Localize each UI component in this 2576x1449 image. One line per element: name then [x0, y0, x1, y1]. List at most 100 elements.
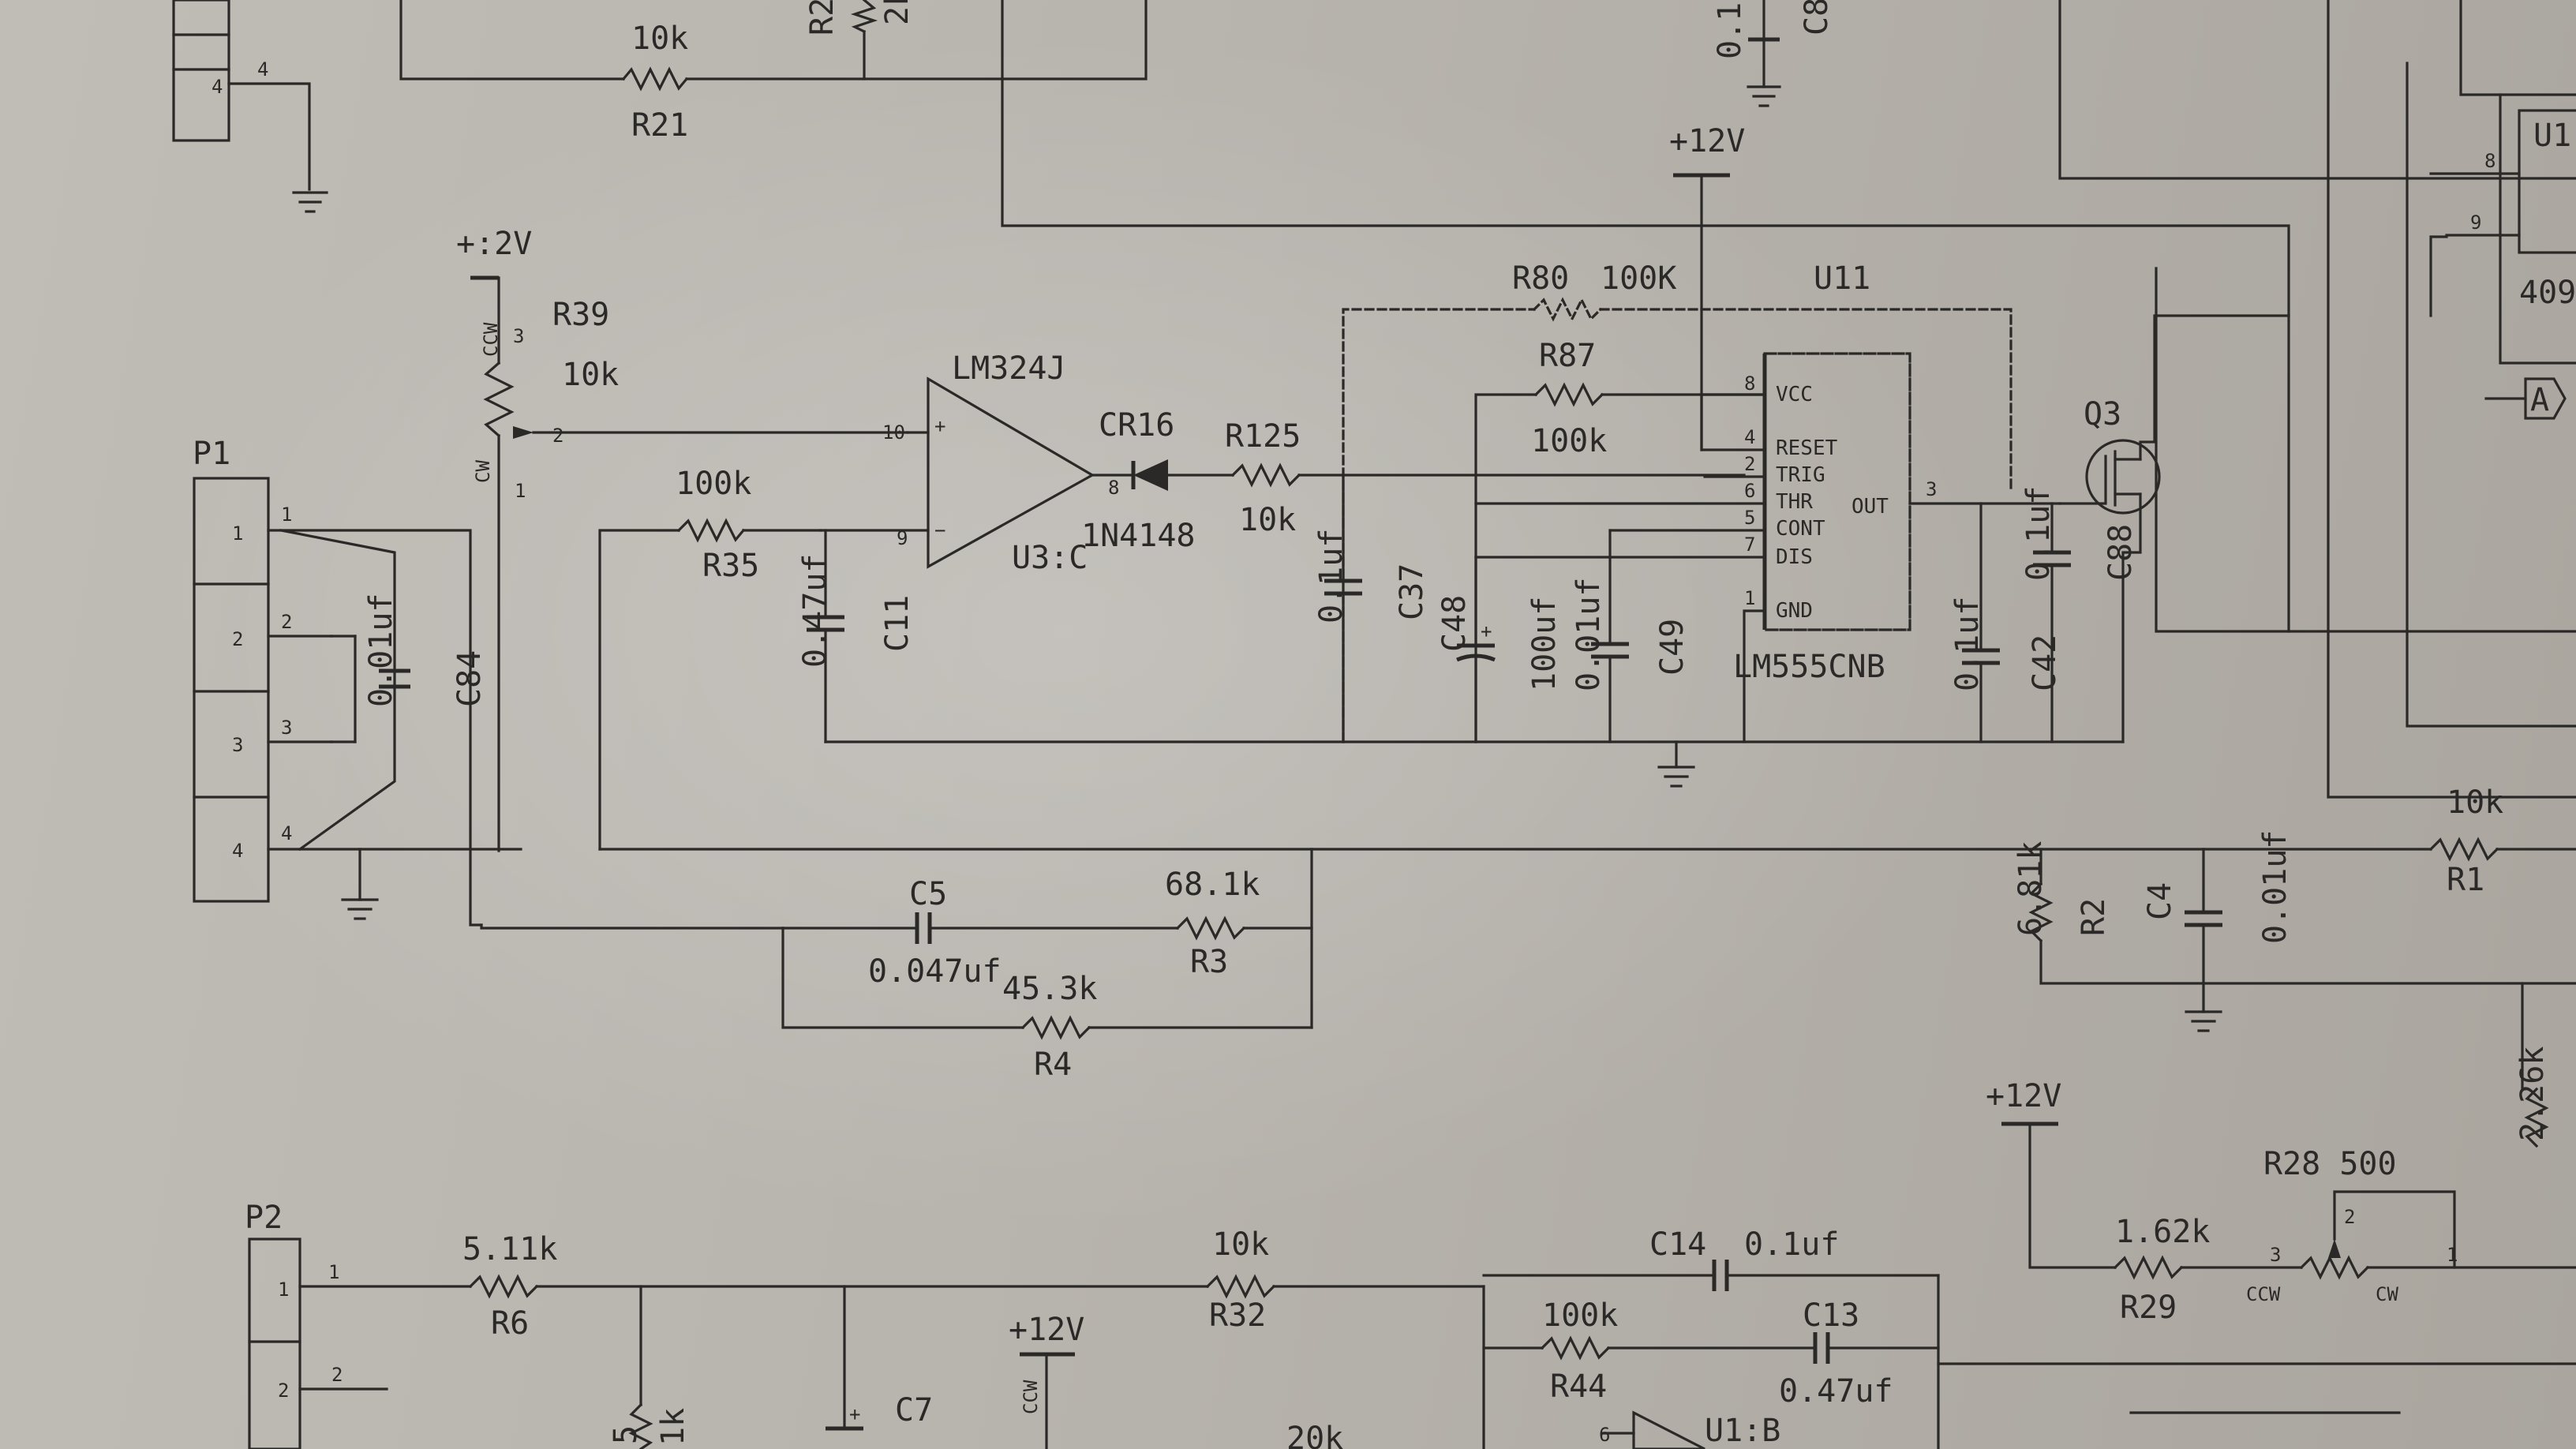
svg-text:3: 3 [281, 717, 292, 739]
p2-label: P2 [245, 1200, 283, 1236]
svg-text:3: 3 [232, 734, 243, 756]
r32-label: R32 [1209, 1297, 1266, 1334]
svg-text:2: 2 [1744, 453, 1755, 475]
r28-ccw: CCW [2246, 1283, 2281, 1305]
r39-value: 10k [562, 357, 619, 393]
cr16-label: CR16 [1099, 407, 1174, 444]
cap-c37: 0.1uf C37 [1313, 474, 1430, 743]
r21-value: 10k [631, 21, 688, 57]
r80-value: 100K [1601, 260, 1676, 297]
svg-text:10: 10 [882, 421, 905, 444]
u1x-label: U1 [2533, 118, 2571, 154]
c13-label: C13 [1803, 1297, 1859, 1334]
top-connector-fragment: 4 4 [172, 0, 328, 213]
wire-top-loop [1001, 0, 2290, 633]
r32-value: 10k [1212, 1226, 1269, 1263]
u11-pin-vcc: VCC [1776, 383, 1813, 406]
u11-pin-gnd: GND [1776, 599, 1813, 623]
u11-pin-thr: THR [1776, 490, 1813, 514]
r125-label: R125 [1225, 418, 1301, 455]
feedback-network: C5 0.047uf 68.1k R3 45.3k R4 [480, 848, 1313, 1083]
c4-value: 0.01uf [2257, 830, 2293, 945]
r6-label: R6 [491, 1305, 529, 1342]
svg-text:+: + [1481, 620, 1492, 642]
c42-label: C42 [2027, 635, 2063, 691]
q3-label: Q3 [2084, 396, 2121, 432]
c4-label: C4 [2142, 882, 2178, 920]
svg-text:8: 8 [2484, 150, 2496, 172]
svg-text:8: 8 [1108, 477, 1119, 499]
r2-top-label: R2 [804, 0, 841, 36]
r87-value: 100k [1531, 423, 1607, 459]
c37-value: 0.1uf [1313, 529, 1350, 623]
r87-label: R87 [1539, 338, 1596, 374]
svg-text:3: 3 [1926, 478, 1937, 500]
c37-label: C37 [1394, 564, 1430, 620]
svg-text:5: 5 [1744, 507, 1755, 529]
r39-label: R39 [552, 297, 609, 333]
svg-text:1: 1 [1744, 587, 1755, 609]
cr16-value: 1N4148 [1081, 518, 1196, 554]
r21-label: R21 [631, 107, 688, 144]
r4-value: 45.3k [1002, 971, 1097, 1007]
r4-label: R4 [1034, 1046, 1072, 1083]
cap-c11: 0.47uf C11 [797, 529, 915, 743]
vcc-rail-555: +12V [1669, 123, 1745, 451]
mosfet-q3: Q3 [2058, 314, 2290, 743]
top-cap-c8: 0.1 C8 [1712, 0, 1835, 107]
r39-vcc-label: +:2V [456, 226, 532, 262]
u11-pin-reset: RESET [1776, 436, 1838, 460]
r2-value: 6.81k [2012, 841, 2049, 936]
svg-text:1: 1 [278, 1279, 289, 1301]
svg-text:3: 3 [513, 325, 524, 347]
svg-text:6: 6 [1744, 480, 1755, 502]
c5-label: C5 [909, 876, 947, 912]
c14-value: 0.1uf [1744, 1226, 1839, 1263]
svg-text:C8: C8 [1799, 0, 1835, 36]
pot-r39: +:2V R39 10k CCW CW 3 2 1 [456, 226, 909, 852]
svg-text:3: 3 [2270, 1244, 2281, 1266]
resistor-r2: 6.81k R2 [2012, 841, 2576, 985]
svg-text:6: 6 [1599, 1424, 1610, 1446]
svg-text:4: 4 [281, 822, 292, 844]
connector-p1: P1 1 2 3 4 1 2 3 4 0.01uf C84 [193, 436, 522, 927]
svg-text:4: 4 [232, 840, 243, 862]
right-ic-fragment: U1 409 8 9 A [2058, 0, 2576, 799]
offsheet-a: A [2530, 382, 2549, 418]
resistor-r21: 10k R21 R2 2k [399, 0, 1148, 144]
r125-value: 10k [1239, 502, 1296, 538]
u11-pin-out: OUT [1852, 495, 1889, 519]
c88-value: 0.1uf [2020, 486, 2057, 581]
ground-rail-555 [824, 740, 2125, 788]
svg-text:8: 8 [1744, 373, 1755, 395]
r2-top-value: 2k [879, 0, 915, 25]
r29-vcc-label: +12V [1986, 1078, 2061, 1114]
bottom-r-value: 20k [1286, 1421, 1343, 1449]
c11-value: 0.47uf [797, 554, 833, 668]
r35-value: 100k [676, 466, 751, 502]
resistor-r87: R87 100k [1474, 338, 1766, 743]
c49-label: C49 [1654, 619, 1690, 676]
r19-value: 2.26k [2514, 1046, 2551, 1141]
r28-label: R28 500 [2263, 1146, 2397, 1182]
cap-c4: C4 0.01uf [2142, 830, 2293, 1032]
svg-text:1k: 1k [655, 1408, 691, 1446]
svg-text:+: + [934, 415, 945, 437]
ic-u11-lm555: VCC RESET TRIG THR CONT DIS GND OUT 8 4 … [1474, 352, 2061, 743]
c14-label: C14 [1649, 1226, 1706, 1263]
svg-text:7: 7 [1744, 534, 1755, 556]
u11-pin-dis: DIS [1776, 545, 1813, 569]
c49-value: 0.01uf [1571, 578, 1607, 692]
resistor-r125: R125 10k [1225, 418, 1746, 538]
u3-type: LM324J [952, 350, 1066, 387]
c48-value: 100uf [1526, 597, 1563, 691]
svg-text:−: − [934, 519, 945, 541]
r29-value: 1.62k [2115, 1214, 2210, 1250]
r35-label: R35 [702, 548, 759, 584]
r39-ccw: CCW [480, 322, 502, 357]
r2-label: R2 [2076, 898, 2112, 936]
u1x-part: 409 [2519, 275, 2576, 311]
r3-value: 68.1k [1165, 867, 1260, 903]
